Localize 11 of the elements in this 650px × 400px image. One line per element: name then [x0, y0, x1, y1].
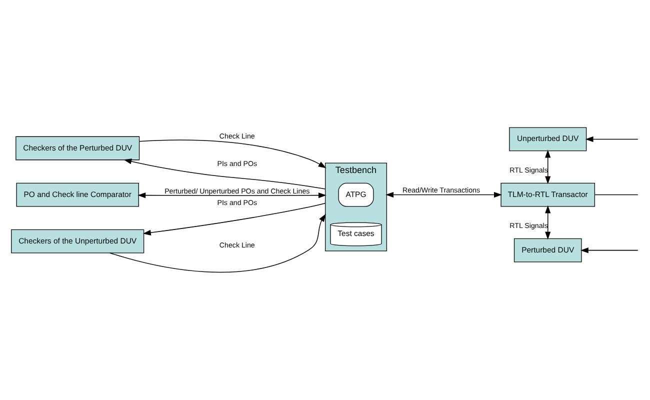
connector	[594, 194, 638, 196]
arrow	[585, 136, 638, 142]
arrow	[545, 205, 551, 240]
arrow	[386, 192, 502, 198]
arrow	[124, 158, 326, 190]
arrow	[142, 202, 326, 236]
arrow	[138, 192, 326, 198]
arrow	[580, 248, 638, 254]
arrow	[545, 150, 551, 184]
arrow	[110, 214, 326, 273]
arrow	[139, 140, 326, 168]
